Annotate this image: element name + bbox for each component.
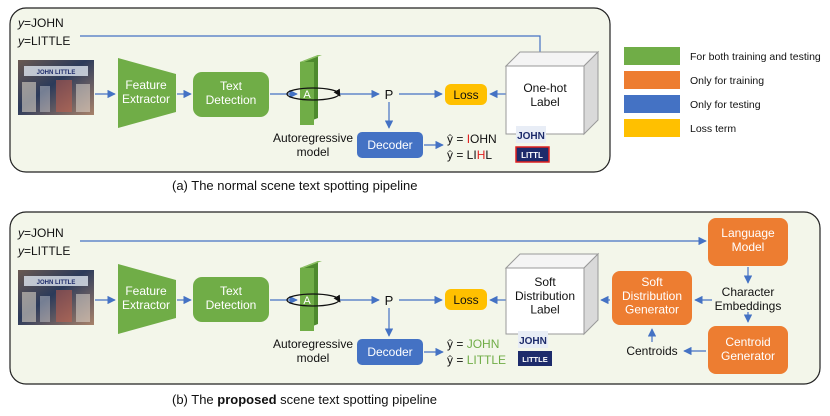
- panel-a-scene-sign: JOHN LITTLE: [37, 70, 76, 76]
- panel-b-label-2: y=LITTLE: [17, 244, 70, 258]
- panel-a-p-label: P: [385, 87, 394, 102]
- panel-b-loss: [445, 289, 487, 310]
- panel-b-text-detection: [193, 277, 269, 322]
- svg-text:LITTL: LITTL: [521, 151, 543, 160]
- panel-b-loss-label: Loss: [453, 293, 478, 307]
- panel-b-language-model: [708, 218, 788, 266]
- legend-label-0: For both training and testing: [690, 51, 821, 63]
- panel-b-frame: [9, 211, 821, 385]
- panel-b-scene-image: JOHN LITTLE: [18, 270, 94, 325]
- panel-a-scene-image: JOHN LITTLE: [18, 60, 94, 115]
- panel-a-label-1: y=JOHN: [17, 16, 64, 30]
- panel-a-autoregressive-block: A: [286, 55, 341, 125]
- panel-b-caption: (b) The proposed scene text spotting pip…: [172, 392, 437, 407]
- panel-b-soft-distribution-generator: [612, 271, 692, 325]
- svg-text:LITTLE: LITTLE: [522, 355, 547, 364]
- panel-b-crop-little: LITTLE: [518, 351, 552, 366]
- panel-b-feature-extractor: [118, 264, 176, 334]
- panel-b-prediction-1: ŷ = JOHN: [447, 337, 499, 351]
- legend-swatch-3: [624, 119, 680, 137]
- panel-a-decoder-label: Decoder: [367, 138, 412, 152]
- panel-a-ar-a-label: A: [303, 89, 311, 101]
- panel-b-p-label: P: [385, 293, 394, 308]
- panel-b-prediction-2: ŷ = LITTLE: [447, 353, 506, 367]
- panel-a-text-detection: [193, 72, 269, 117]
- legend-label-3: Loss term: [690, 123, 736, 135]
- svg-text:JOHN: JOHN: [519, 336, 547, 347]
- panel-b-crop-john: JOHN: [518, 331, 548, 348]
- legend-label-1: Only for training: [690, 75, 764, 87]
- legend-swatch-2: [624, 95, 680, 113]
- legend-swatch-0: [624, 47, 680, 65]
- panel-b-scene-sign: JOHN LITTLE: [37, 280, 76, 286]
- panel-a-crop-john: JOHN: [516, 126, 546, 143]
- panel-b-autoregressive-block: A: [286, 261, 341, 331]
- svg-text:JOHN: JOHN: [517, 131, 545, 142]
- panel-a-decoder: [357, 132, 423, 158]
- panel-b-label-1: y=JOHN: [17, 226, 64, 240]
- panel-a-label-2: y=LITTLE: [17, 34, 70, 48]
- panel-a-loss-label: Loss: [453, 88, 478, 102]
- legend-label-2: Only for testing: [690, 99, 761, 111]
- panel-a-crop-littl: LITTL: [515, 146, 550, 163]
- panel-b-centroids: Centroids: [626, 344, 677, 358]
- panel-a-prediction-2: ŷ = LIHL: [447, 148, 492, 162]
- panel-a-feature-extractor: [118, 58, 176, 128]
- panel-a-prediction-1: ŷ = IOHN: [447, 132, 497, 146]
- panel-a-caption: (a) The normal scene text spotting pipel…: [172, 178, 418, 193]
- panel-b-decoder: [357, 339, 423, 365]
- panel-b-decoder-label: Decoder: [367, 345, 412, 359]
- panel-a-loss: [445, 84, 487, 105]
- legend-swatch-1: [624, 71, 680, 89]
- panel-b-centroid-generator: [708, 326, 788, 374]
- panel-b-ar-a-label: A: [303, 295, 311, 307]
